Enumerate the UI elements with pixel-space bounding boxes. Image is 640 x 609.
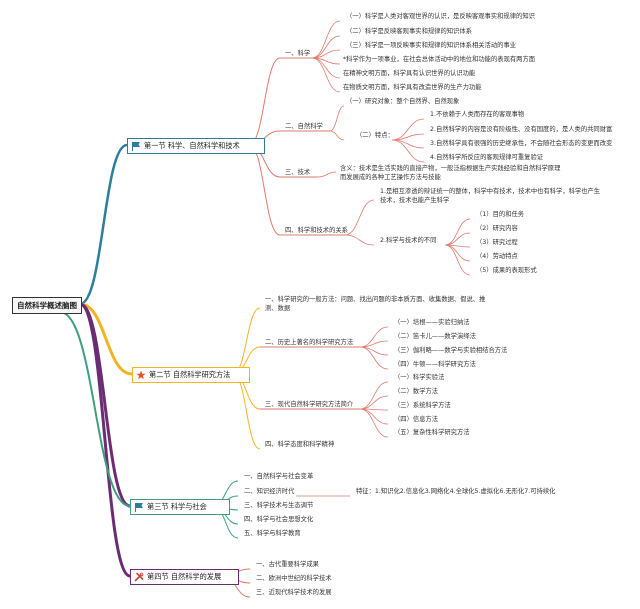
section-3-node[interactable]: 第三节 科学与社会: [130, 499, 230, 515]
section-4-node[interactable]: 第四节 自然科学的发展: [130, 569, 239, 585]
connector: [359, 395, 389, 410]
modern-method-5[interactable]: （五）复杂性科学研究方法: [394, 429, 470, 436]
society-item-4[interactable]: 四、科学与社会思想文化: [244, 516, 314, 523]
modern-method-2[interactable]: （二）数学方法: [394, 388, 439, 395]
technology-definition-line-1[interactable]: 含义：技术是生活实践的直接产物，一般泛指根据生产实践经验和自然科学原理: [340, 165, 561, 172]
difference-3[interactable]: （3）研究过程: [476, 239, 518, 246]
science-item-2[interactable]: （二）科学是反映客观事实和规律的知识体系: [346, 28, 472, 35]
technology-definition-line-2[interactable]: 而发展成的各种工艺操作方法与技能: [340, 174, 441, 181]
modern-method-4[interactable]: （四）信息方法: [394, 416, 439, 423]
connector: [248, 144, 281, 236]
connector: [329, 105, 345, 132]
feature-4[interactable]: 4.自然科学所反应的客观规律可重复验证: [430, 154, 544, 161]
famous-method-4[interactable]: （四）牛顿——科学研究方法: [394, 361, 476, 368]
connector: [232, 373, 261, 450]
connector: [391, 118, 425, 141]
connector: [344, 199, 375, 236]
relation-branch[interactable]: 四、科学和技术的关系: [285, 227, 348, 234]
connector: [79, 302, 131, 578]
modern-method-1[interactable]: （一）科学实验法: [394, 374, 445, 381]
section-3-title: 第三节 科学与社会: [147, 502, 207, 511]
star-icon: [136, 370, 146, 380]
section-2-title: 第二节 自然科学研究方法: [149, 370, 231, 379]
connector: [444, 244, 471, 276]
section-1-title: 第一节 科学、自然科学和技术: [144, 141, 240, 150]
famous-methods-branch[interactable]: 二、历史上著名的科学研究方法: [265, 339, 354, 346]
technology-branch[interactable]: 三、技术: [285, 169, 311, 176]
section-4-title: 第四节 自然科学的发展: [147, 572, 222, 581]
attitude-spirit[interactable]: 四、科学态度和科学精神: [265, 441, 335, 448]
connector: [359, 326, 389, 348]
society-item-5[interactable]: 五、科学与科学教育: [244, 530, 301, 537]
development-item-3[interactable]: 三、近现代科学技术的发展: [256, 589, 332, 596]
difference-5[interactable]: （5）成果的表现形式: [476, 267, 537, 274]
natural-science-branch[interactable]: 二、自然科学: [285, 123, 323, 130]
science-item-4[interactable]: *科学作为一项事业，在社会总体活动中的地位和功能的表现有两方面: [343, 56, 536, 63]
modern-methods-branch[interactable]: 三、现代自然科学研究方法简介: [265, 401, 354, 408]
general-method-line-1[interactable]: 一、科学研究的一般方法：问题、找出问题的非本质方面、收集数据、假说、推: [265, 296, 486, 303]
general-method-line-2[interactable]: 测、数据: [265, 305, 291, 312]
society-item-3[interactable]: 三、科学技术与生态调节: [244, 502, 314, 509]
connector: [359, 346, 389, 370]
connector: [344, 234, 375, 246]
root-node[interactable]: 自然科学概述脑图: [12, 297, 82, 314]
connector: [311, 35, 341, 59]
connector: [311, 20, 341, 59]
society-item-1[interactable]: 一、自然科学与社会变革: [244, 473, 314, 480]
famous-method-1[interactable]: （一）培根——实验归纳法: [394, 319, 470, 326]
famous-method-2[interactable]: （二）笛卡儿——数学演绎法: [394, 333, 476, 340]
section-2-node[interactable]: 第二节 自然科学研究方法: [132, 367, 250, 383]
feature-3[interactable]: 3.自然科学具有很强的历史继承性，不会随社会形态的变更而改变: [430, 140, 613, 147]
difference-4[interactable]: （4）劳动特点: [476, 253, 518, 260]
science-item-5[interactable]: 在精神文明方面，科学具有认识世界的认识功能: [343, 70, 476, 77]
difference-2[interactable]: （2）研究内容: [476, 225, 518, 232]
flag-icon: [132, 142, 140, 151]
connector: [317, 171, 337, 178]
famous-method-3[interactable]: （三）伽利略——数学与实验相结合方法: [394, 347, 508, 354]
connector: [391, 139, 425, 149]
flag-icon: [135, 503, 143, 512]
connector: [79, 143, 128, 306]
development-item-2[interactable]: 二、欧洲中世纪的科学技术: [256, 575, 332, 582]
connector: [359, 408, 389, 438]
society-item-2[interactable]: 二、知识经济时代: [244, 488, 295, 495]
connector: [311, 57, 341, 93]
knowledge-economy-features[interactable]: 特征：1.知识化2.信息化3.网络化4.全球化5.虚拟化6.无形化7.可持续化: [356, 488, 556, 495]
connector: [444, 244, 471, 262]
features-branch[interactable]: （二）特点：: [356, 132, 394, 139]
connector: [79, 302, 133, 376]
connector: [444, 218, 471, 246]
connector: [359, 381, 389, 410]
connector: [359, 408, 389, 425]
connector: [391, 139, 425, 163]
relation-1-line-2[interactable]: 技术，技术也能产生科学: [380, 197, 450, 204]
science-item-3[interactable]: （三）科学是一项反映事实和规律的知识体系相关活动的事业: [346, 42, 517, 49]
research-object[interactable]: （一）研究对象：整个自然界、自然现象: [346, 98, 460, 105]
science-item-6[interactable]: 在物质文明方面，科学具有改造世界的生产力功能: [343, 84, 482, 91]
development-item-1[interactable]: 一、古代重要科学成果: [256, 561, 319, 568]
science-item-1[interactable]: （一）科学是人类对客观世界的认识，是反映客观事实和规律的知识: [346, 13, 535, 20]
connector: [232, 307, 261, 375]
relation-1-line-1[interactable]: 1.是相互渗透的辩证统一的整体，科学中有技术，技术中也有科学，科学也产生: [380, 188, 601, 195]
feature-1[interactable]: 1.不依赖于人类而存在的客观事物: [430, 111, 525, 118]
tools-icon: [134, 572, 144, 582]
science-branch[interactable]: 一、科学: [285, 50, 311, 57]
feature-2[interactable]: 2.自然科学的内容是没有阶级性、没有国度的，是人类的共同财富: [430, 126, 613, 133]
difference-1[interactable]: （1）目的和任务: [476, 211, 525, 218]
connector: [59, 311, 131, 507]
connector: [329, 130, 345, 141]
modern-method-3[interactable]: （三）系统科学方法: [394, 402, 451, 409]
connector: [444, 232, 471, 246]
section-1-node[interactable]: 第一节 科学、自然科学和技术: [127, 138, 265, 154]
relation-2-branch[interactable]: 2.科学与技术的不同: [380, 237, 437, 244]
